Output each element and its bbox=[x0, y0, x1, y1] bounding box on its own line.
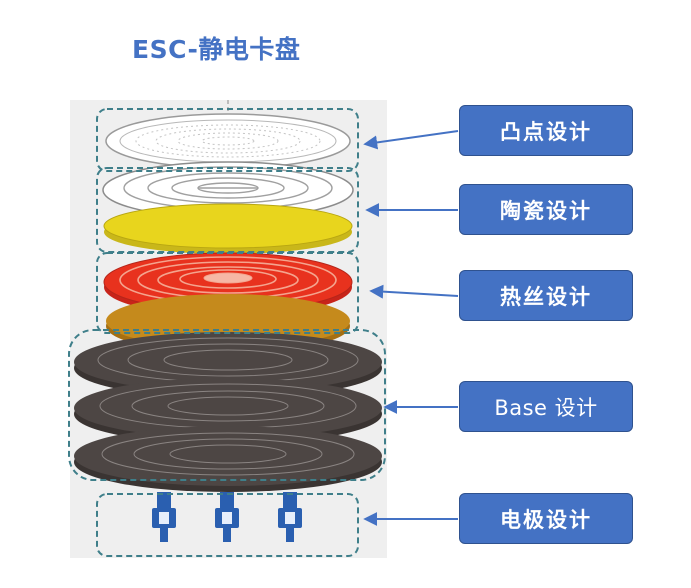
label-base-design: Base 设计 bbox=[459, 381, 633, 432]
label-heater-design: 热丝设计 bbox=[459, 270, 633, 321]
page-title: ESC-静电卡盘 bbox=[132, 35, 301, 64]
base-group-frame bbox=[68, 329, 386, 481]
electrode-pin-right bbox=[278, 492, 302, 542]
bump-group-frame bbox=[96, 108, 359, 172]
label-ceramic-design: 陶瓷设计 bbox=[459, 184, 633, 235]
label-bump-design: 凸点设计 bbox=[459, 105, 633, 156]
heater-group-frame bbox=[96, 252, 359, 334]
base-disc-3 bbox=[74, 426, 382, 492]
ceramic-yellow-disc bbox=[103, 203, 353, 254]
label-electrode-design: 电极设计 bbox=[459, 493, 633, 544]
electrode-group-frame bbox=[96, 493, 359, 557]
electrode-pin-left bbox=[152, 492, 176, 542]
arrow-heater bbox=[369, 284, 459, 299]
bump-layer-disc bbox=[105, 113, 351, 169]
base-disc-2 bbox=[74, 378, 382, 444]
ceramic-group-frame bbox=[96, 167, 359, 253]
arrow-bump bbox=[363, 130, 459, 150]
electrode-pin-center bbox=[215, 492, 239, 542]
ceramic-top-disc bbox=[102, 161, 354, 219]
